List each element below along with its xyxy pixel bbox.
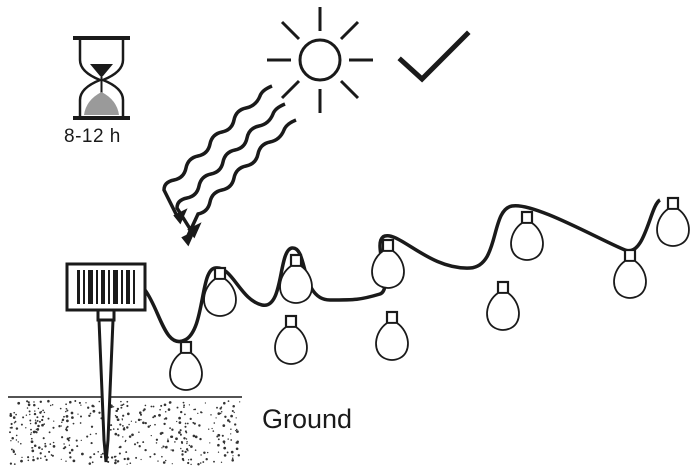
cable bbox=[143, 198, 662, 344]
charging-duration-label: 8-12 h bbox=[64, 126, 121, 147]
light-bulb bbox=[203, 266, 237, 317]
hourglass-icon bbox=[73, 36, 130, 120]
light-bulb bbox=[279, 253, 313, 304]
checkmark-icon bbox=[397, 30, 471, 83]
ground-label: Ground bbox=[262, 404, 353, 434]
solar-panel bbox=[65, 262, 147, 312]
light-bulb bbox=[486, 280, 520, 331]
light-bulb bbox=[371, 238, 405, 289]
light-bulb bbox=[613, 248, 647, 299]
light-bulb bbox=[375, 310, 409, 361]
light-bulb bbox=[274, 314, 308, 365]
light-bulb bbox=[169, 340, 203, 391]
ground-stake bbox=[96, 308, 116, 463]
light-bulb bbox=[656, 196, 690, 247]
light-bulb bbox=[510, 210, 544, 261]
sun-icon bbox=[267, 7, 373, 113]
soil-area bbox=[8, 396, 242, 466]
light-bulbs bbox=[169, 196, 690, 391]
sun-rays-icon bbox=[162, 84, 297, 247]
